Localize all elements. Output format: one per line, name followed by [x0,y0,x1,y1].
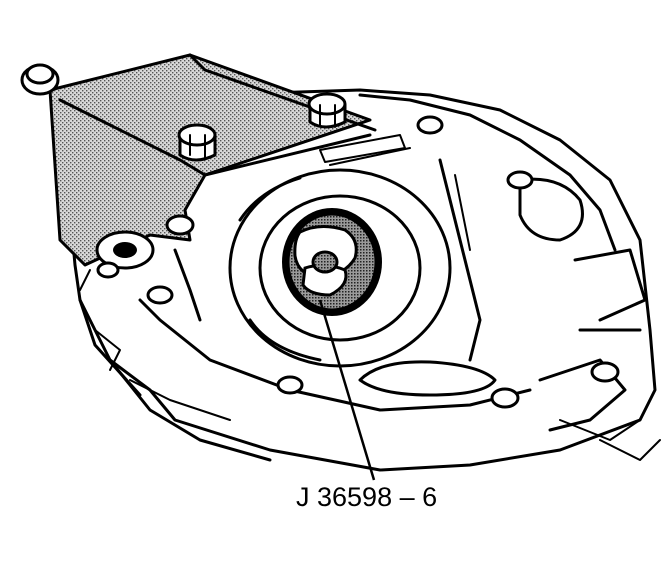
tool-callout-label: J 36598 – 6 [296,482,438,512]
bolt-1 [20,63,60,96]
bracket-bolts [20,63,347,270]
bolt-2 [177,123,217,162]
bolt-3 [307,92,347,129]
bolt-4 [95,230,155,270]
lower-oval-port [358,360,497,397]
seal-installer-tool [282,208,382,316]
callout-leader-line [318,299,376,481]
